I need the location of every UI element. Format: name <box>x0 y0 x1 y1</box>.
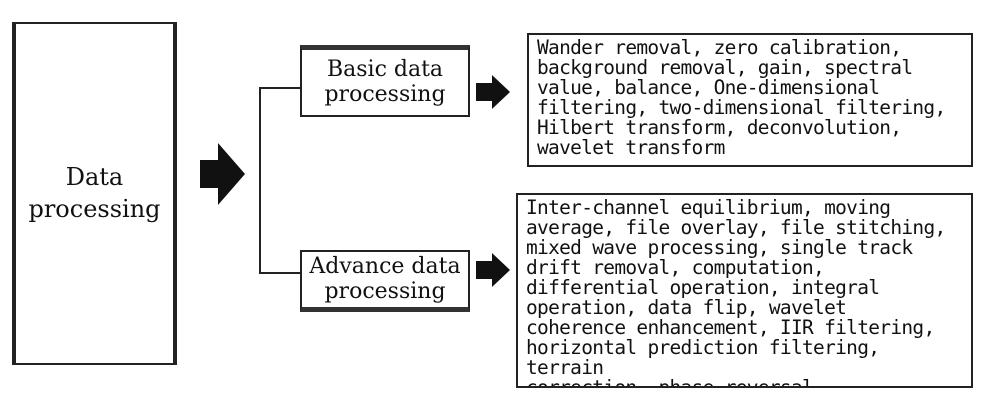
advance-processing-description: Inter-channel equilibrium, moving averag… <box>516 193 973 388</box>
branch-connector-line <box>259 87 300 274</box>
root-arrow-icon <box>200 143 245 205</box>
advance-arrow-icon <box>476 253 510 287</box>
advance-node-label: Advance data processing <box>309 254 461 304</box>
basic-node-label: Basic data processing <box>324 57 446 107</box>
node-advance-data-processing: Advance data processing <box>300 250 470 312</box>
basic-processing-description: Wander removal, zero calibration, backgr… <box>527 33 973 167</box>
basic-arrow-icon <box>476 75 510 109</box>
root-node-label: Data processing <box>28 163 161 223</box>
root-node-data-processing: Data processing <box>12 22 177 365</box>
node-basic-data-processing: Basic data processing <box>300 45 470 117</box>
